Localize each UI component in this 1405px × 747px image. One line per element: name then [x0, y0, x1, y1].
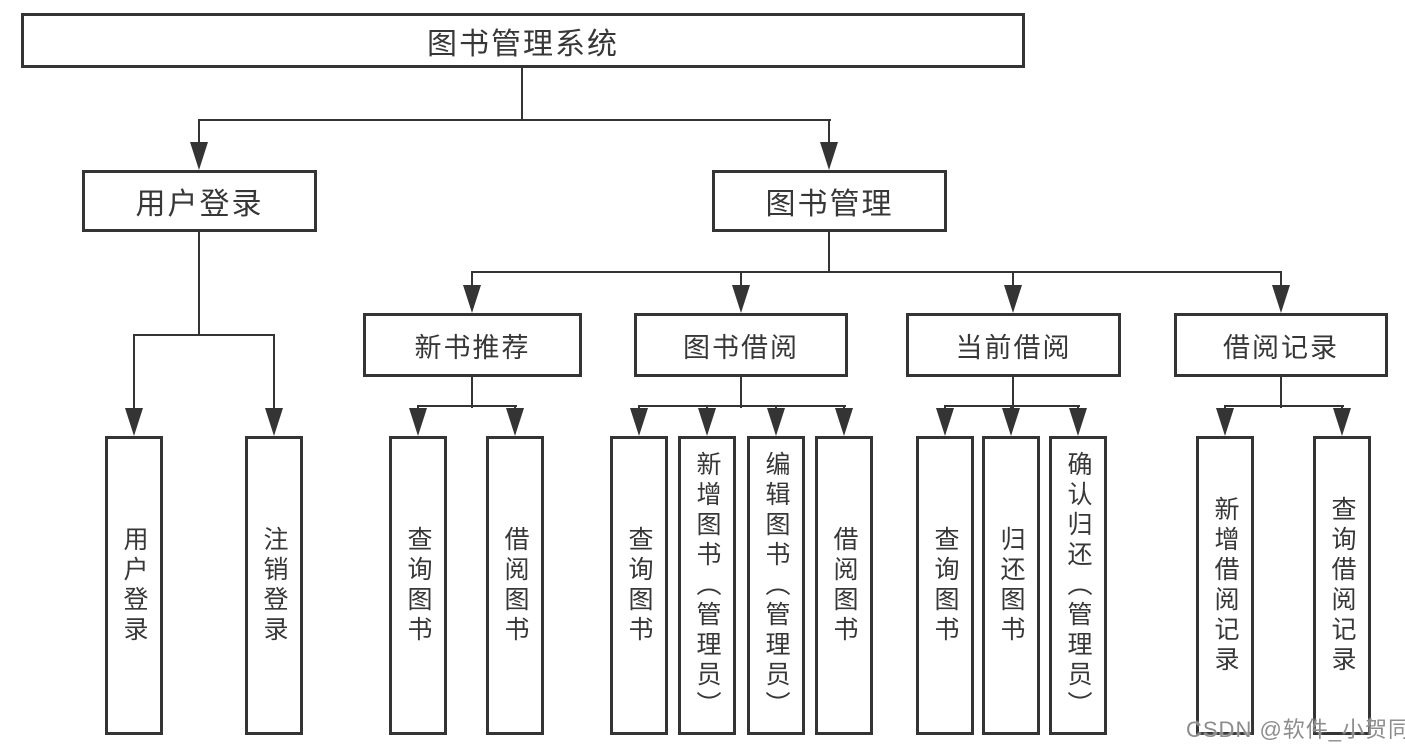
leaf-query-books-current: 查询图书 — [916, 436, 974, 735]
node-label: 借阅记录 — [1223, 332, 1339, 363]
arrow-down-icon — [835, 408, 853, 436]
leaf-query-borrow-record: 查询借阅记录 — [1313, 436, 1371, 735]
connector-line — [1280, 377, 1282, 408]
connector-line — [471, 271, 1282, 273]
connector-line — [944, 405, 1080, 407]
connector-line — [828, 119, 830, 145]
connector-line — [471, 377, 473, 408]
connector-line — [133, 334, 135, 412]
arrow-down-icon — [820, 142, 838, 170]
node-current-borrowing: 当前借阅 — [906, 313, 1121, 377]
node-label: 新书推荐 — [414, 332, 531, 363]
node-label: 当前借阅 — [955, 332, 1072, 363]
arrow-down-icon — [125, 408, 143, 436]
node-new-book-recommendation: 新书推荐 — [363, 313, 582, 377]
arrow-down-icon — [1272, 285, 1290, 313]
node-label: 编辑图书（管理员） — [762, 450, 790, 721]
connector-line — [1280, 271, 1282, 287]
leaf-user-login: 用户登录 — [105, 436, 163, 735]
arrow-down-icon — [936, 408, 954, 436]
node-label: 确认归还（管理员） — [1064, 450, 1092, 721]
connector-line — [133, 334, 275, 336]
node-label: 用户登录 — [120, 525, 148, 646]
connector-line — [417, 405, 517, 407]
node-label: 借阅图书 — [501, 525, 529, 646]
arrow-down-icon — [265, 408, 283, 436]
leaf-return-books: 归还图书 — [982, 436, 1040, 735]
arrow-down-icon — [1002, 408, 1020, 436]
node-label: 新增借阅记录 — [1211, 495, 1239, 676]
node-user-login: 用户登录 — [82, 170, 317, 232]
node-label: 查询图书 — [404, 525, 432, 646]
connector-line — [273, 334, 275, 412]
node-label: 图书管理系统 — [427, 27, 619, 61]
leaf-add-borrow-record: 新增借阅记录 — [1196, 436, 1254, 735]
connector-line — [1012, 377, 1014, 408]
csdn-watermark: CSDN @软件_小贺同学 — [1186, 717, 1405, 742]
arrow-down-icon — [506, 408, 524, 436]
node-label: 用户登录 — [135, 188, 264, 221]
arrow-down-icon — [190, 142, 208, 170]
node-borrowing-records: 借阅记录 — [1174, 313, 1388, 377]
connector-line — [521, 68, 523, 121]
node-label: 查询借阅记录 — [1328, 495, 1356, 676]
node-book-management: 图书管理 — [712, 170, 947, 232]
node-root-library-management-system: 图书管理系统 — [21, 13, 1025, 68]
connector-line — [740, 377, 742, 408]
arrow-down-icon — [1333, 408, 1351, 436]
leaf-logout: 注销登录 — [245, 436, 303, 735]
arrow-down-icon — [767, 408, 785, 436]
arrow-down-icon — [630, 408, 648, 436]
leaf-confirm-return-admin: 确认归还（管理员） — [1049, 436, 1107, 735]
arrow-down-icon — [698, 408, 716, 436]
connector-line — [1224, 405, 1344, 407]
connector-line — [1012, 271, 1014, 287]
connector-line — [198, 119, 200, 145]
node-label: 图书借阅 — [683, 332, 799, 363]
connector-line — [638, 405, 846, 407]
node-book-borrowing: 图书借阅 — [634, 313, 848, 377]
connector-line — [198, 232, 200, 336]
leaf-query-books-borrowing: 查询图书 — [610, 436, 668, 735]
node-label: 归还图书 — [997, 525, 1025, 646]
arrow-down-icon — [732, 285, 750, 313]
node-label: 查询图书 — [931, 525, 959, 646]
node-label: 图书管理 — [765, 188, 894, 221]
leaf-borrow-books-recommend: 借阅图书 — [486, 436, 544, 735]
leaf-borrow-books-borrowing: 借阅图书 — [815, 436, 873, 735]
leaf-add-book-admin: 新增图书（管理员） — [678, 436, 736, 735]
arrow-down-icon — [409, 408, 427, 436]
connector-line — [828, 232, 830, 273]
node-label: 借阅图书 — [830, 525, 858, 646]
node-label: 新增图书（管理员） — [693, 450, 721, 721]
node-label: 查询图书 — [625, 525, 653, 646]
node-label: 注销登录 — [260, 525, 288, 646]
leaf-query-books-recommend: 查询图书 — [389, 436, 447, 735]
arrow-down-icon — [1216, 408, 1234, 436]
connector-line — [198, 119, 831, 121]
arrow-down-icon — [1069, 408, 1087, 436]
connector-line — [740, 271, 742, 287]
arrow-down-icon — [463, 285, 481, 313]
arrow-down-icon — [1004, 285, 1022, 313]
connector-line — [471, 271, 473, 287]
leaf-edit-book-admin: 编辑图书（管理员） — [747, 436, 805, 735]
